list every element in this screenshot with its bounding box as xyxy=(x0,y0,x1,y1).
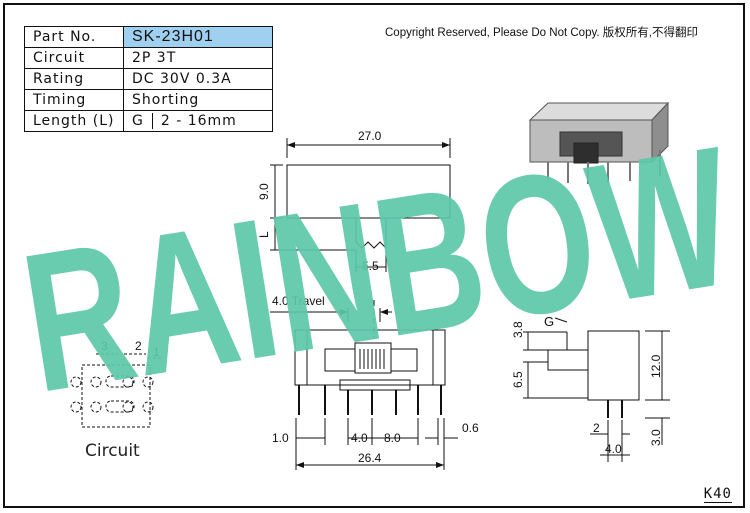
dim-body-length: 26.4 xyxy=(358,451,382,465)
length-g: G xyxy=(132,113,153,129)
spec-row-circuit: Circuit 2P 3T xyxy=(24,47,273,69)
drawing-frame xyxy=(3,3,745,508)
circuit-label: Circuit xyxy=(85,441,140,461)
dim-pin-left: 1.0 xyxy=(272,431,289,445)
circuit-value: 2P 3T xyxy=(123,47,273,69)
rating-label: Rating xyxy=(24,68,124,90)
product-render xyxy=(528,101,670,184)
dim-side-4: 4.0 xyxy=(605,442,622,456)
copyright-notice: Copyright Reserved, Please Do Not Copy. … xyxy=(385,27,698,39)
dim-side-12: 12.0 xyxy=(649,354,663,378)
spec-row-rating: Rating DC 30V 0.3A xyxy=(24,68,273,90)
dim-top-height: 9.0 xyxy=(257,183,271,200)
dim-top-width: 27.0 xyxy=(358,129,382,143)
dim-side-g: G xyxy=(544,314,554,329)
length-cell: G 2 - 16mm xyxy=(123,110,273,132)
side-view xyxy=(523,317,670,462)
length-value: 2 - 16mm xyxy=(160,113,237,129)
dim-side-2: 2 xyxy=(593,421,600,435)
dim-top-l: L xyxy=(257,231,271,238)
rating-value: DC 30V 0.3A xyxy=(123,68,273,90)
spec-row-part-no: Part No. SK-23H01 xyxy=(24,26,273,48)
dim-pin-width: 0.6 xyxy=(462,421,479,435)
timing-label: Timing xyxy=(24,89,124,111)
dim-side-3: 3.0 xyxy=(649,429,663,446)
circuit-pin-3: 3 xyxy=(101,339,108,353)
spec-row-timing: Timing Shorting xyxy=(24,89,273,111)
dim-top-pitch: 5.5 xyxy=(362,259,379,273)
dim-side-38: 3.8 xyxy=(511,321,525,338)
dim-side-65: 6.5 xyxy=(511,371,525,388)
spec-table: Part No. SK-23H01 Circuit 2P 3T Rating D… xyxy=(24,26,273,132)
circuit-pin-1: 1 xyxy=(153,345,160,359)
front-view xyxy=(270,300,458,470)
dim-pin-pitch-1: 4.0 xyxy=(351,431,368,445)
dim-travel: 4.0 Travel xyxy=(272,294,325,308)
dimension-labels: 27.0 9.0 L 5.5 4.0 Travel 1.0 4.0 8.0 0.… xyxy=(101,129,663,465)
dim-pin-pitch-2: 8.0 xyxy=(384,431,401,445)
page-code: K40 xyxy=(703,486,732,503)
top-view xyxy=(270,138,451,272)
circuit-pin-2: 2 xyxy=(135,339,142,353)
circuit-schematic xyxy=(70,353,162,428)
